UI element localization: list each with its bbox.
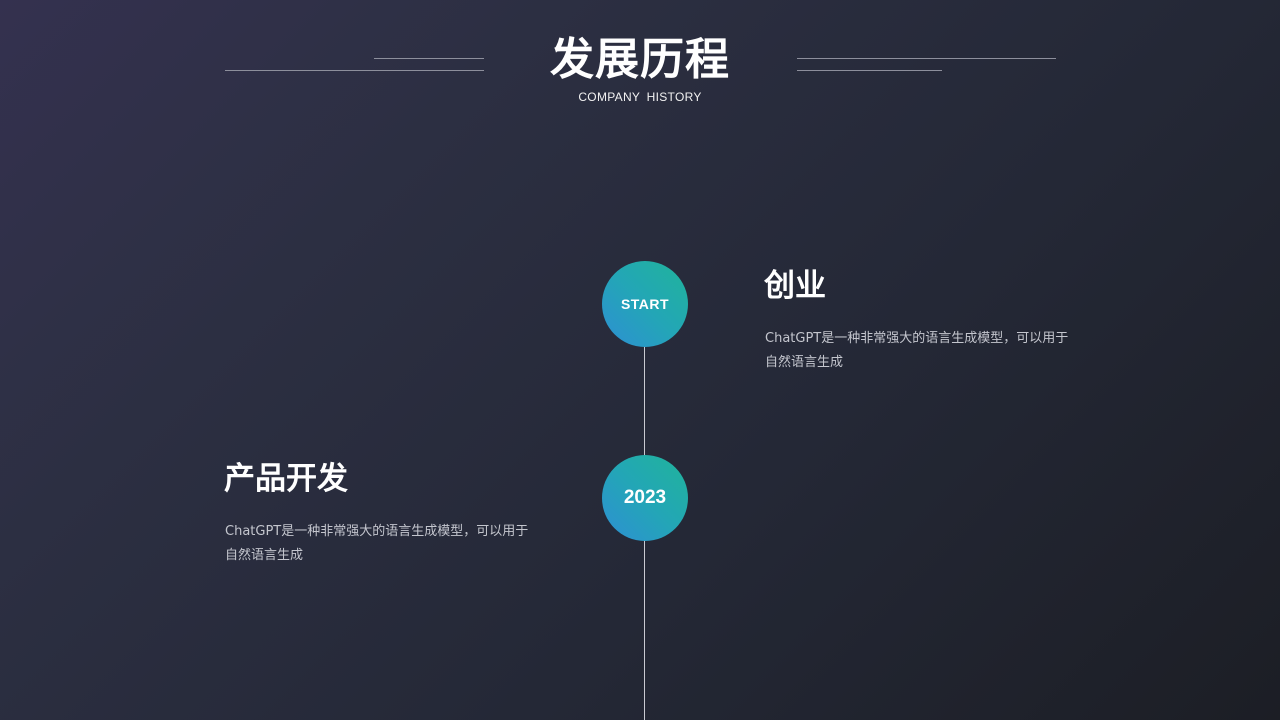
- timeline-node-start: START: [602, 261, 688, 347]
- event-title-product-development: 产品开发: [224, 461, 348, 497]
- timeline-node-label: START: [620, 296, 670, 312]
- event-title-founding: 创业: [764, 268, 826, 304]
- header-deco-line-left-upper: [374, 58, 484, 59]
- timeline-node-label: 2023: [623, 487, 667, 508]
- page-title: 发展历程: [550, 34, 730, 85]
- header-deco-line-left-lower: [225, 70, 484, 71]
- timeline-node-2023: 2023: [602, 455, 688, 541]
- event-description-founding: ChatGPT是一种非常强大的语言生成模型，可以用于自然语言生成: [765, 331, 1069, 370]
- page-subtitle: COMPANY HISTORY: [578, 90, 702, 104]
- header-deco-line-right-upper: [797, 58, 1056, 59]
- header-deco-line-right-lower: [797, 70, 942, 71]
- event-description-product-development: ChatGPT是一种非常强大的语言生成模型，可以用于自然语言生成: [225, 524, 529, 563]
